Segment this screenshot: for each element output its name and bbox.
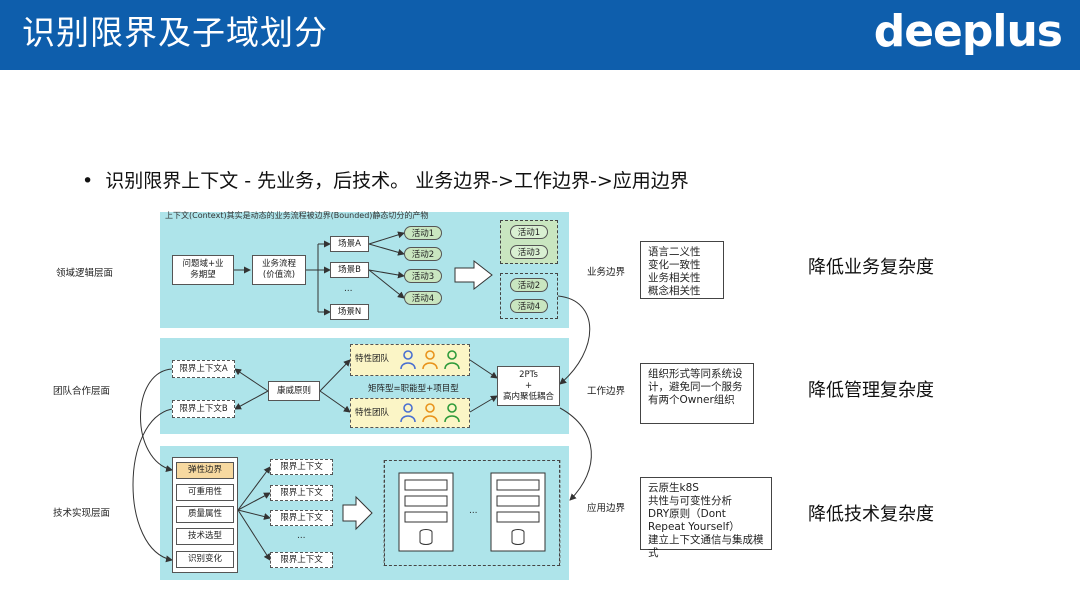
bullet-dot-icon: • — [82, 170, 94, 192]
layer-label-domain: 领域逻辑层面 — [56, 268, 114, 279]
scene-a-box: 场景A — [330, 236, 369, 252]
boundary-note-business: 语言二义性 变化一致性 业务相关性 概念相关性 — [640, 241, 724, 299]
deeplus-logo: deeplus — [873, 6, 1063, 57]
boundary-label-business: 业务边界 — [587, 267, 626, 278]
feature-team-bottom: 特性团队 — [350, 398, 470, 428]
factor-reusability: 可重用性 — [176, 484, 234, 501]
activity-group-2 — [500, 273, 558, 319]
feature-team-top-label: 特性团队 — [355, 354, 390, 364]
activity-4-pill: 活动4 — [404, 291, 442, 305]
twopt-line-2: + — [524, 380, 533, 391]
layer-label-team: 团队合作层面 — [53, 386, 111, 397]
tech-context-1: 限界上下文 — [270, 459, 333, 475]
context-a-box: 限界上下文A — [172, 360, 235, 378]
group2-activity-2: 活动2 — [510, 278, 548, 292]
activity-2-pill: 活动2 — [404, 247, 442, 261]
factor-tech-selection: 技术选型 — [176, 528, 234, 545]
service-1-icon — [398, 472, 454, 552]
activity-1-pill: 活动1 — [404, 226, 442, 240]
twopt-line-1: 2PTs — [519, 369, 538, 380]
boundary-label-application: 应用边界 — [587, 503, 626, 514]
activity-3-pill: 活动3 — [404, 269, 442, 283]
group1-activity-3: 活动3 — [510, 245, 548, 259]
tech-context-3: 限界上下文 — [270, 510, 333, 526]
conclusion-application: 降低技术复杂度 — [808, 504, 934, 525]
boundary-note-work: 组织形式等同系统设计，避免同一个服务有两个Owner组织 — [640, 363, 754, 424]
bullet-text: 识别限界上下文 - 先业务，后技术。 业务边界->工作边界->应用边界 — [105, 170, 689, 192]
factor-identify-change: 识别变化 — [176, 551, 234, 568]
flow-arrow-domain — [454, 259, 493, 291]
context-b-box: 限界上下文B — [172, 400, 235, 418]
layer-label-tech: 技术实现层面 — [53, 508, 111, 519]
services-ellipsis: … — [469, 506, 478, 516]
scene-ellipsis: … — [344, 284, 353, 294]
team-members-bottom-icon — [400, 403, 460, 423]
problem-domain-box: 问题域+业务期望 — [172, 255, 234, 285]
group1-activity-1: 活动1 — [510, 225, 548, 239]
business-process-box: 业务流程(价值流) — [252, 255, 306, 285]
diagram-caption: 上下文(Context)其实是动态的业务流程被边界(Bounded)静态切分的产… — [165, 211, 429, 220]
group2-activity-4: 活动4 — [510, 299, 548, 313]
services-group — [384, 460, 560, 566]
factor-elastic-boundary: 弹性边界 — [176, 462, 234, 479]
factor-quality-attribute: 质量属性 — [176, 506, 234, 523]
bullet-line: • 识别限界上下文 - 先业务，后技术。 业务边界->工作边界->应用边界 — [82, 166, 689, 193]
tech-context-ellipsis: … — [297, 531, 306, 541]
matrix-label: 矩阵型=职能型+项目型 — [368, 384, 459, 394]
twopt-line-3: 高内聚低耦合 — [502, 391, 554, 402]
tech-context-2: 限界上下文 — [270, 485, 333, 501]
boundary-label-work: 工作边界 — [587, 386, 626, 397]
slide-title: 识别限界及子域划分 — [22, 13, 328, 52]
feature-team-top: 特性团队 — [350, 344, 470, 376]
conclusion-work: 降低管理复杂度 — [808, 380, 934, 401]
header-bar: 识别限界及子域划分 deeplus — [0, 0, 1080, 70]
scene-b-box: 场景B — [330, 262, 369, 278]
feature-team-bottom-label: 特性团队 — [355, 408, 390, 418]
scene-n-box: 场景N — [330, 304, 369, 320]
two-pizza-teams-box: 2PTs + 高内聚低耦合 — [497, 366, 560, 406]
flow-arrow-tech — [342, 495, 373, 531]
conway-box: 康威原则 — [268, 381, 320, 401]
tech-context-n: 限界上下文 — [270, 552, 333, 568]
conclusion-business: 降低业务复杂度 — [808, 257, 934, 278]
boundary-note-application: 云原生k8S 共性与可变性分析 DRY原则（Dont Repeat Yourse… — [640, 477, 772, 559]
service-2-icon — [490, 472, 546, 552]
team-members-top-icon — [400, 350, 460, 370]
